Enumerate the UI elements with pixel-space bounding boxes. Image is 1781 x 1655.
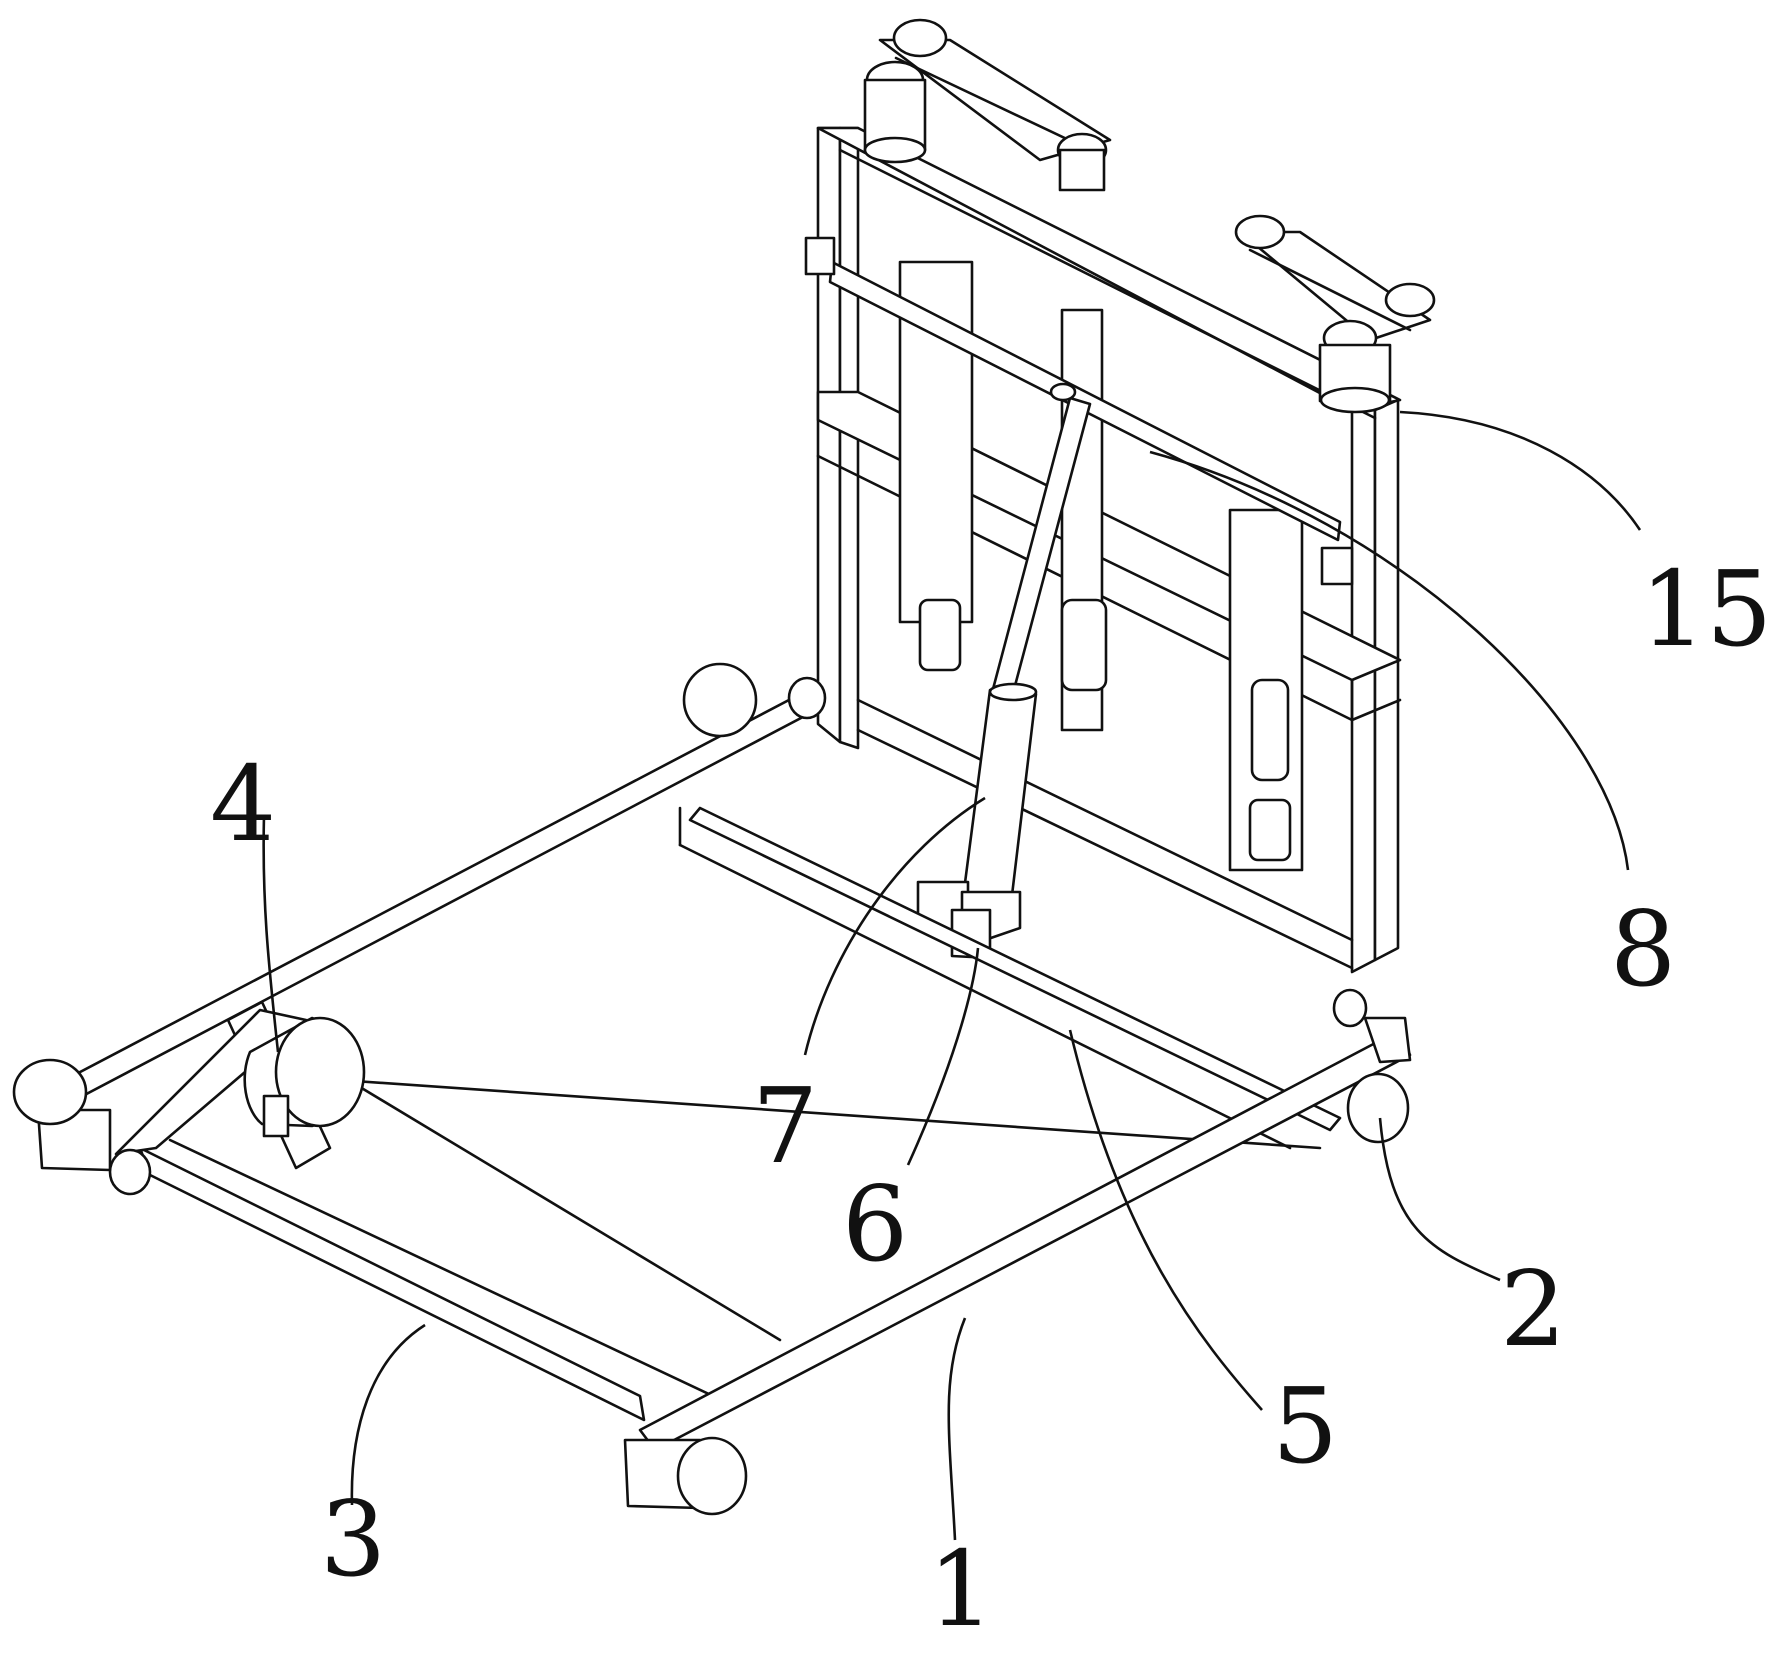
mount-block [916,880,1022,960]
shaft [804,236,1354,586]
hinge-brackets [787,676,1368,1028]
callout-label-6: 6 [842,1163,908,1285]
callout-label-8: 8 [1610,888,1676,1010]
motor [108,1000,366,1196]
wheels [12,662,1410,1516]
belt-drive-left [863,18,1112,192]
callout-labels: 4 3 1 2 5 6 7 8 15 [210,548,1772,1650]
callout-label-5: 5 [1272,1365,1338,1487]
callout-label-15: 15 [1640,548,1772,670]
callout-label-3: 3 [320,1478,386,1600]
belt-drive-right [1234,214,1436,414]
callout-label-1: 1 [928,1528,994,1650]
base-frame [36,688,1412,1510]
slide-rails [898,260,1304,872]
callout-label-4: 4 [210,743,276,865]
leader-lines [262,410,1642,1541]
callout-label-7: 7 [752,1065,818,1187]
callout-label-2: 2 [1500,1248,1566,1370]
